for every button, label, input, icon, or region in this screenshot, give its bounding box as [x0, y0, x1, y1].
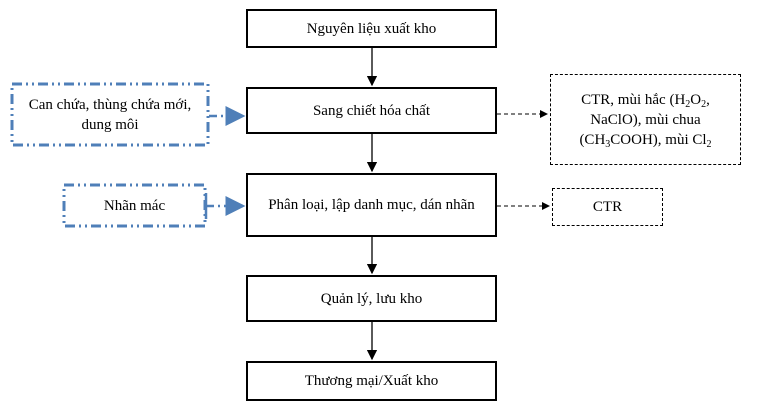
output-label: CTR [592, 199, 623, 215]
input-box-2-border [62, 183, 207, 228]
input-label: Can chứa, thùng chứa mới, dung môi [28, 96, 192, 133]
input-containers-solvents: Can chứa, thùng chứa mới, dung môi [14, 86, 206, 143]
step-label: Sang chiết hóa chất [312, 102, 431, 119]
step-chemical-decanting: Sang chiết hóa chất [246, 87, 497, 134]
input-labels: Nhãn mác [66, 187, 203, 224]
step-classify-label: Phân loại, lập danh mục, dán nhãn [246, 173, 497, 237]
step-label: Quản lý, lưu kho [320, 290, 423, 307]
step-label: Phân loại, lập danh mục, dán nhãn [268, 197, 475, 213]
input-box-1-border [10, 82, 210, 147]
step-label: Nguyên liệu xuất kho [306, 20, 437, 37]
step-label: Thương mại/Xuất kho [304, 373, 439, 389]
step-storage: Quản lý, lưu kho [246, 275, 497, 322]
output-waste-odors: CTR, mùi hắc (H2O2, NaClO), mùi chua (CH… [550, 74, 741, 165]
input-label: Nhãn mác [103, 197, 166, 214]
step-raw-material-out: Nguyên liệu xuất kho [246, 9, 497, 48]
output-solid-waste: CTR [552, 188, 663, 226]
output-label: CTR, mùi hắc (H2O2, NaClO), mùi chua (CH… [579, 91, 712, 150]
step-trade-export: Thương mại/Xuất kho [246, 361, 497, 401]
